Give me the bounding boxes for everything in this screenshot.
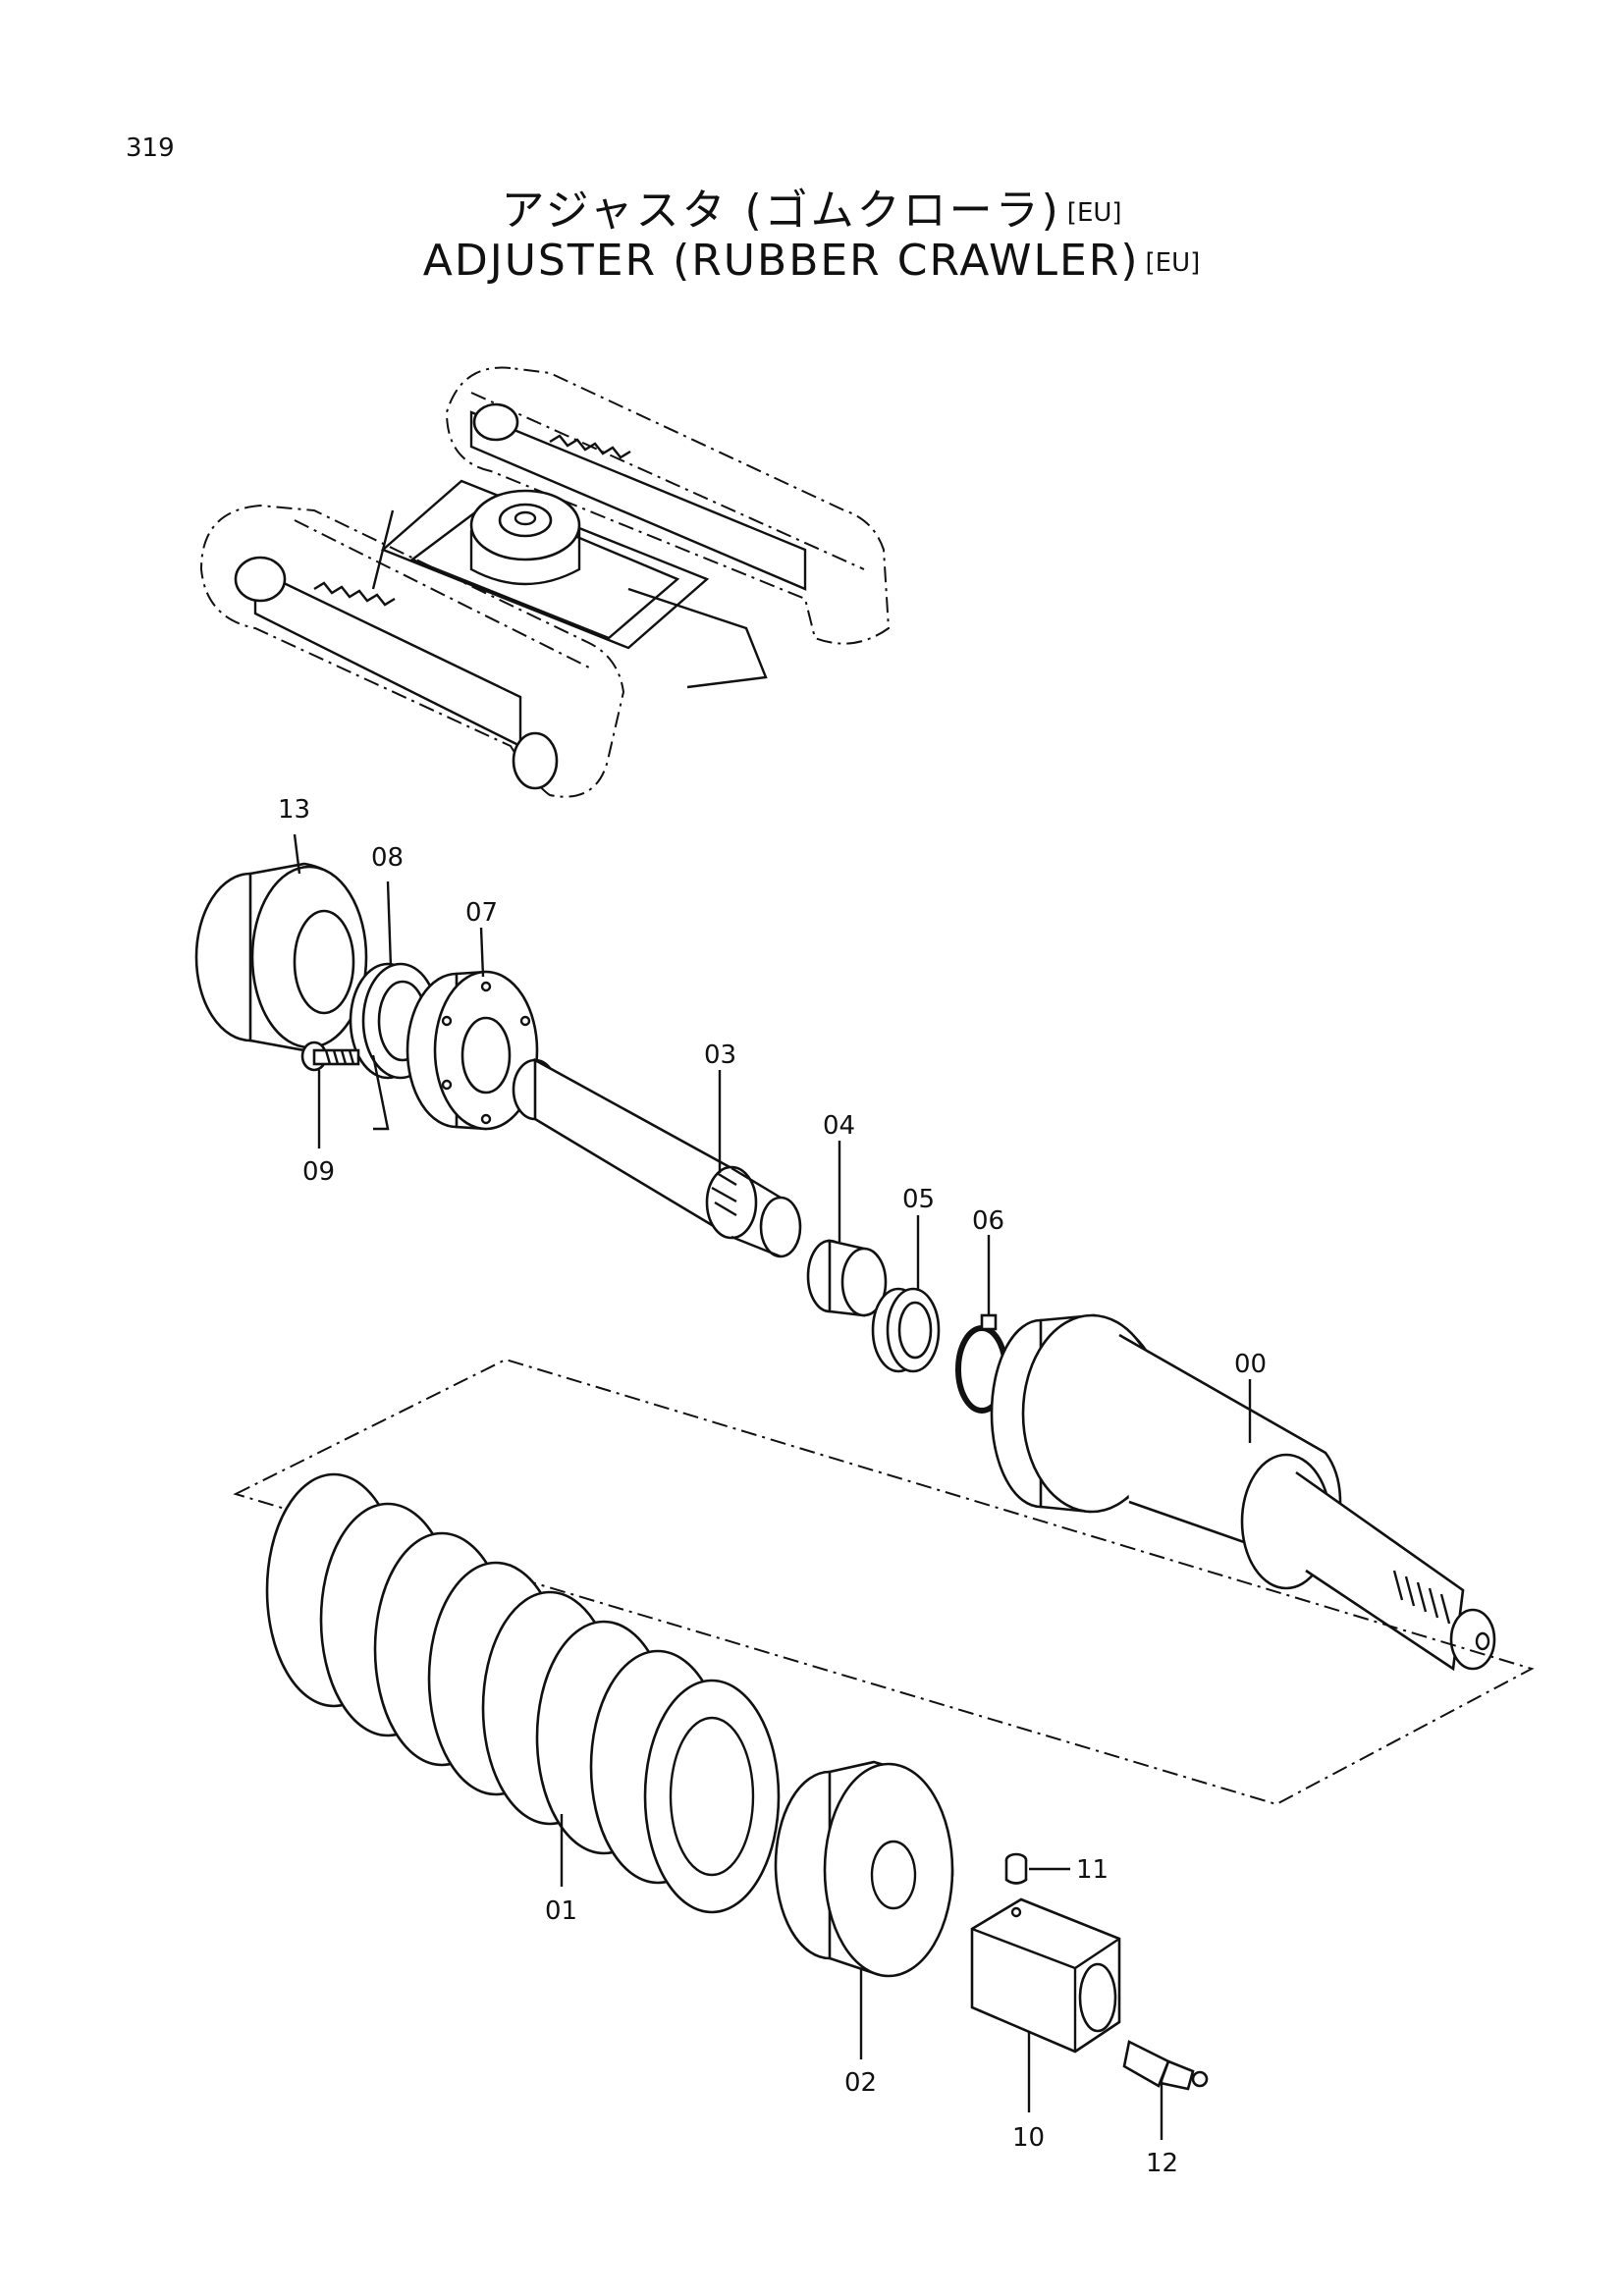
page-number: 319 (126, 133, 175, 163)
title-japanese: アジャスタ (ゴムクローラ)[EU] (0, 175, 1623, 238)
part-02-spring-seat (774, 1760, 954, 1978)
callout-labels: 13 08 07 03 04 05 06 00 09 01 02 11 10 1… (278, 795, 1267, 2178)
callout-12: 12 (1146, 2149, 1178, 2178)
part-13-cap (194, 862, 368, 1052)
title-english-text: ADJUSTER (RUBBER CRAWLER) (422, 236, 1140, 286)
callout-08: 08 (371, 843, 404, 873)
callout-02: 02 (844, 2068, 877, 2098)
callout-06: 06 (972, 1206, 1004, 1236)
title-japanese-text: アジャスタ (ゴムクローラ) (501, 186, 1061, 236)
callout-10: 10 (1012, 2123, 1045, 2153)
part-01-spring (265, 1472, 781, 1914)
title-english-tag: [EU] (1145, 248, 1201, 278)
part-11-plug (1004, 1852, 1028, 1885)
leader-lines (293, 833, 1252, 2140)
callout-13: 13 (278, 795, 310, 825)
callout-07: 07 (465, 898, 498, 928)
callout-11: 11 (1076, 1855, 1109, 1885)
part-04-bushing (806, 1239, 888, 1317)
callout-09: 09 (302, 1157, 335, 1187)
callout-01: 01 (545, 1896, 577, 1926)
part-05-ring (871, 1287, 941, 1373)
callout-05: 05 (902, 1185, 935, 1214)
part-12-grease-nipple (1122, 2040, 1209, 2091)
part-09-bolt (300, 1041, 390, 1131)
callout-04: 04 (823, 1111, 855, 1141)
callout-00: 00 (1234, 1350, 1267, 1379)
part-10-hex-block (970, 1897, 1121, 2054)
callout-03: 03 (704, 1041, 736, 1070)
part-00-cylinder (990, 1313, 1496, 1672)
assembly-boundary (233, 1358, 1535, 1806)
title-english: ADJUSTER (RUBBER CRAWLER)[EU] (0, 236, 1623, 286)
undercarriage-overview (199, 366, 891, 798)
title-japanese-tag: [EU] (1066, 198, 1122, 228)
part-03-rod (512, 1057, 802, 1258)
